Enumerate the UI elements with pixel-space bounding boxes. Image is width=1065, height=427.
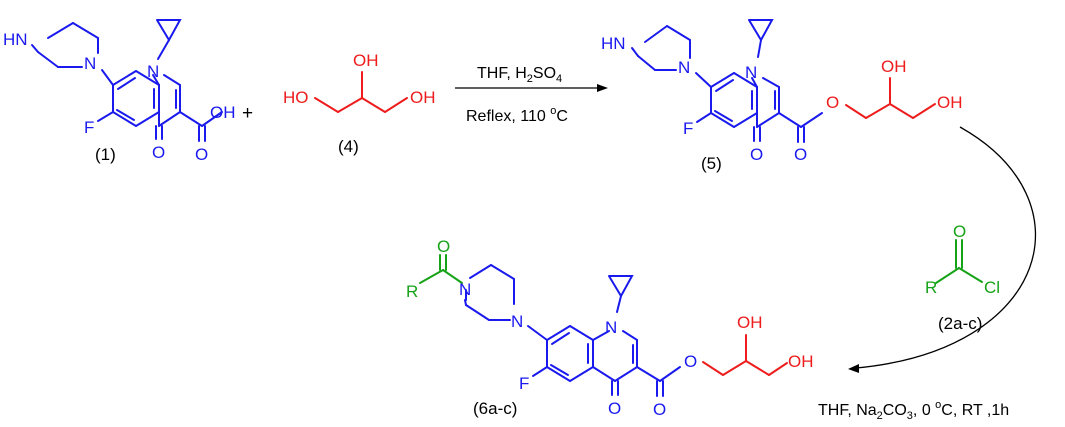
atom-f: F bbox=[683, 119, 693, 138]
compound-5 bbox=[631, 19, 823, 143]
atom-o-keto: O bbox=[750, 145, 763, 164]
compound-6-atoms: O R N N N F O O O OH OH bbox=[406, 237, 814, 419]
step-2-conditions: THF, Na2CO3, 0 oC, RT ,1h bbox=[818, 399, 1009, 422]
compound-4-atoms: HO OH OH bbox=[283, 51, 436, 107]
compound-5-glycerol bbox=[845, 77, 936, 119]
atom-oh-acid: OH bbox=[210, 103, 236, 122]
atom-n-amide: N bbox=[459, 280, 471, 299]
compound-4 bbox=[314, 71, 408, 113]
atom-o-keto: O bbox=[608, 399, 621, 418]
reagent-2-atoms: O R Cl bbox=[925, 222, 1000, 297]
step-1-reagents: THF, H2SO4 bbox=[477, 65, 562, 85]
plus-sign: + bbox=[242, 103, 253, 124]
atom-oh-top: OH bbox=[353, 51, 379, 70]
compound-6-glycerol bbox=[702, 334, 788, 376]
atom-f: F bbox=[84, 118, 94, 137]
compound-6-label: (6a-c) bbox=[473, 399, 517, 418]
atom-r: R bbox=[925, 278, 937, 297]
atom-o-ester: O bbox=[684, 352, 697, 371]
atom-hn: HN bbox=[601, 34, 626, 53]
atom-o-carbonyl: O bbox=[653, 400, 666, 419]
atom-r: R bbox=[406, 282, 418, 301]
compound-6-acyl bbox=[419, 254, 463, 284]
step-1-conditions: Reflex, 110 oC bbox=[466, 105, 568, 125]
atom-n-piperazine: N bbox=[678, 58, 690, 77]
compound-5-label: (5) bbox=[701, 154, 722, 173]
atom-oh-right: OH bbox=[410, 88, 436, 107]
atom-n-ring: N bbox=[147, 62, 159, 81]
atom-o-carbonyl: O bbox=[794, 145, 807, 164]
reagent-2 bbox=[935, 239, 983, 284]
compound-6 bbox=[464, 264, 681, 397]
atom-o-acyl: O bbox=[437, 237, 450, 256]
atom-f: F bbox=[519, 374, 529, 393]
atom-o: O bbox=[953, 222, 966, 241]
atom-cl: Cl bbox=[984, 278, 1000, 297]
atom-hn: HN bbox=[3, 30, 28, 49]
atom-oh-left: HO bbox=[283, 88, 309, 107]
step-1-arrow bbox=[455, 84, 608, 92]
compound-5-atoms: HN N N F O O O OH OH bbox=[601, 34, 963, 164]
atom-o-ester: O bbox=[826, 93, 839, 112]
atom-o-keto: O bbox=[152, 143, 165, 162]
step-2-arrow bbox=[848, 126, 1037, 373]
reagent-2-label: (2a-c) bbox=[938, 314, 982, 333]
compound-1-label: (1) bbox=[95, 145, 116, 164]
atom-o-acid: O bbox=[195, 145, 208, 164]
atom-oh-top: OH bbox=[737, 313, 763, 332]
atom-n-piperazine: N bbox=[511, 312, 523, 331]
compound-1-atoms: HN N N F O OH O bbox=[3, 30, 236, 164]
compound-1 bbox=[31, 19, 223, 142]
atom-n-ring: N bbox=[605, 318, 617, 337]
atom-n-ring: N bbox=[745, 63, 757, 82]
atom-oh-end: OH bbox=[788, 352, 814, 371]
atom-oh-top: OH bbox=[881, 57, 907, 76]
compound-4-label: (4) bbox=[338, 137, 359, 156]
atom-oh-end: OH bbox=[937, 93, 963, 112]
atom-n-piperazine: N bbox=[84, 54, 96, 73]
